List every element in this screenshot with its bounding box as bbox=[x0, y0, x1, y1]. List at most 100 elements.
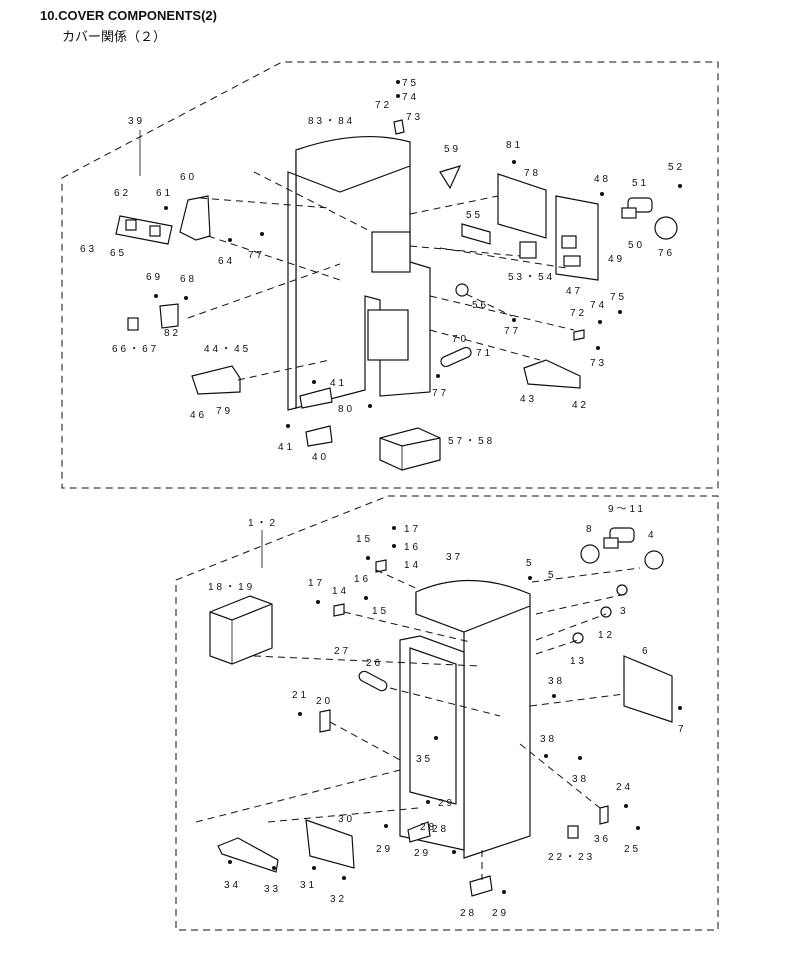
callout: 44・45 bbox=[204, 344, 251, 355]
callout: 15 bbox=[356, 534, 373, 545]
callout: 70 bbox=[452, 334, 469, 345]
callout: 65 bbox=[110, 248, 127, 259]
callout: 64 bbox=[218, 256, 235, 267]
callout: 20 bbox=[316, 696, 333, 707]
grommet-72 bbox=[573, 329, 585, 341]
grommet-14b bbox=[333, 603, 345, 617]
callout: 29 bbox=[376, 844, 393, 855]
callout: 5 bbox=[548, 570, 557, 581]
bush-12 bbox=[600, 606, 612, 618]
callout: 35 bbox=[416, 754, 433, 765]
switch-53-54 bbox=[519, 241, 537, 259]
callout: 55 bbox=[466, 210, 483, 221]
bracket-20 bbox=[319, 709, 331, 733]
callout: 22・23 bbox=[548, 852, 595, 863]
callout: 61 bbox=[156, 188, 173, 199]
bracket-40 bbox=[305, 425, 333, 447]
box-18-19 bbox=[209, 595, 273, 665]
callout: 26 bbox=[366, 658, 383, 669]
grommet-14 bbox=[375, 559, 387, 573]
callout: 39 bbox=[128, 116, 145, 127]
cap-76 bbox=[654, 216, 678, 240]
callout: 72 bbox=[375, 100, 392, 111]
bush-56 bbox=[455, 283, 469, 297]
bracket-44-45 bbox=[191, 365, 241, 395]
grommet-72b bbox=[393, 119, 405, 135]
callout: 34 bbox=[224, 880, 241, 891]
fasteners bbox=[154, 80, 682, 894]
bracket-28 bbox=[407, 821, 431, 843]
callout: 53・54 bbox=[508, 272, 555, 283]
callout: 75 bbox=[610, 292, 627, 303]
callout: 62 bbox=[114, 188, 131, 199]
callout: 77 bbox=[248, 250, 265, 261]
cover-83-84 bbox=[287, 135, 431, 411]
callout: 57・58 bbox=[448, 436, 495, 447]
washer-8 bbox=[580, 544, 600, 564]
callout: 38 bbox=[540, 734, 557, 745]
block-57-58 bbox=[379, 427, 441, 471]
panel-47 bbox=[555, 195, 599, 281]
callout: 40 bbox=[312, 452, 329, 463]
callout: 37 bbox=[446, 552, 463, 563]
cap-4 bbox=[644, 550, 664, 570]
callout: 83・84 bbox=[308, 116, 355, 127]
callout: 3 bbox=[620, 606, 629, 617]
callout: 71 bbox=[476, 348, 493, 359]
bracket-34 bbox=[217, 837, 279, 873]
triangle-59 bbox=[439, 165, 462, 190]
callout: 75 bbox=[402, 78, 419, 89]
page-subtitle: カバー関係（２） bbox=[62, 29, 167, 44]
callout: 47 bbox=[566, 286, 583, 297]
label-55 bbox=[461, 223, 491, 245]
rod-70 bbox=[440, 346, 472, 368]
callout: 50 bbox=[628, 240, 645, 251]
callout: 48 bbox=[594, 174, 611, 185]
bracket-28b bbox=[469, 875, 493, 897]
callout: 41 bbox=[330, 378, 347, 389]
bracket-82 bbox=[159, 303, 179, 329]
callout: 29 bbox=[414, 848, 431, 859]
top-callouts: 39 75 74 72 73 83・84 59 81 78 48 51 52 6… bbox=[80, 78, 685, 463]
callout: 1・2 bbox=[248, 518, 278, 529]
callout: 74 bbox=[402, 92, 419, 103]
callout: 72 bbox=[570, 308, 587, 319]
bracket-30 bbox=[305, 819, 355, 869]
callout: 66・67 bbox=[112, 344, 159, 355]
callout: 52 bbox=[668, 162, 685, 173]
callout: 79 bbox=[216, 406, 233, 417]
callout: 36 bbox=[594, 834, 611, 845]
callout: 51 bbox=[632, 178, 649, 189]
callout: 16 bbox=[404, 542, 421, 553]
callout: 14 bbox=[332, 586, 349, 597]
callout: 30 bbox=[338, 814, 355, 825]
callout: 4 bbox=[648, 530, 657, 541]
cover-37 bbox=[399, 579, 531, 859]
callout: 13 bbox=[570, 656, 587, 667]
callout: 73 bbox=[590, 358, 607, 369]
callout: 27 bbox=[334, 646, 351, 657]
callout: 73 bbox=[406, 112, 423, 123]
callout: 56 bbox=[472, 300, 489, 311]
callout: 12 bbox=[598, 630, 615, 641]
callout: 78 bbox=[524, 168, 541, 179]
callout: 24 bbox=[616, 782, 633, 793]
callout: 82 bbox=[164, 328, 181, 339]
bracket-62 bbox=[115, 215, 173, 245]
bracket-36 bbox=[599, 805, 609, 825]
callout: 77 bbox=[504, 326, 521, 337]
callout: 77 bbox=[432, 388, 449, 399]
top-group-boundary bbox=[61, 61, 719, 489]
callout: 28 bbox=[420, 822, 437, 833]
callout: 5 bbox=[526, 558, 535, 569]
callout: 46 bbox=[190, 410, 207, 421]
knob-51 bbox=[621, 197, 653, 219]
callout: 42 bbox=[572, 400, 589, 411]
bottom-callouts: 1・2 17 15 16 14 37 9～11 8 4 5 5 18・19 17… bbox=[208, 504, 684, 919]
callout: 15 bbox=[372, 606, 389, 617]
callout: 81 bbox=[506, 140, 523, 151]
callout: 49 bbox=[608, 254, 625, 265]
callout: 76 bbox=[658, 248, 675, 259]
callout: 43 bbox=[520, 394, 537, 405]
callout: 25 bbox=[624, 844, 641, 855]
